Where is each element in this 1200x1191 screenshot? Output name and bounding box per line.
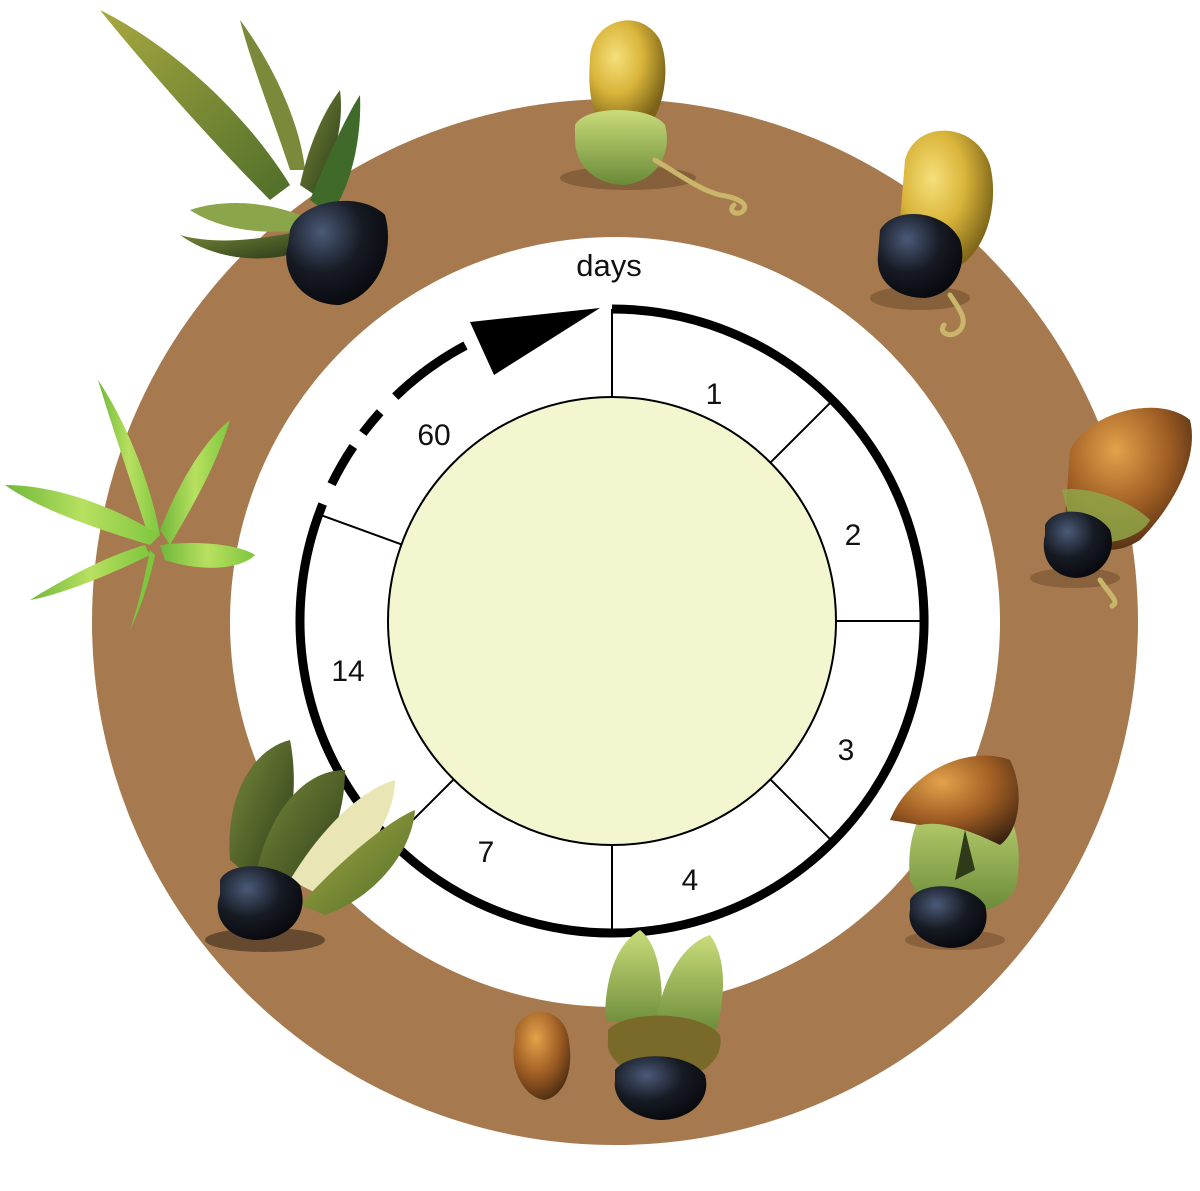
timeline-arrow-head xyxy=(470,308,600,375)
days-label: days xyxy=(576,248,641,283)
stage-coat-splitting xyxy=(1030,407,1192,609)
timeline-label-14: 14 xyxy=(331,655,364,688)
timeline-dividers xyxy=(318,309,924,933)
stage-coat-shedding xyxy=(890,755,1019,950)
timeline-label-3: 3 xyxy=(838,734,855,767)
timeline-divider-1 xyxy=(769,399,834,464)
timeline-arc-left xyxy=(295,502,377,825)
stage-intact-seed xyxy=(560,20,748,216)
stage-young-plant xyxy=(100,10,388,305)
timeline-arc-dash-2 xyxy=(392,341,468,400)
timeline-arc-dash-1 xyxy=(359,409,384,436)
timeline-label-4: 4 xyxy=(682,864,699,897)
timeline-label-60: 60 xyxy=(417,419,450,452)
stage-cotyledons-opening xyxy=(205,740,415,952)
timeline-arc xyxy=(295,304,929,938)
timeline-label-7: 7 xyxy=(478,836,495,869)
timeline-arc-solid xyxy=(369,304,929,938)
stage-seedling xyxy=(5,380,255,630)
timeline-divider-6 xyxy=(318,513,402,546)
inner-disc xyxy=(387,396,837,846)
timeline-label-1: 1 xyxy=(706,378,723,411)
stage-radicle-emergence xyxy=(870,130,994,338)
timeline-label-2: 2 xyxy=(845,519,862,552)
stage-cotyledons-emerging xyxy=(513,930,724,1120)
timeline-divider-3 xyxy=(769,778,834,843)
timeline-arc-dash-0 xyxy=(327,443,358,487)
